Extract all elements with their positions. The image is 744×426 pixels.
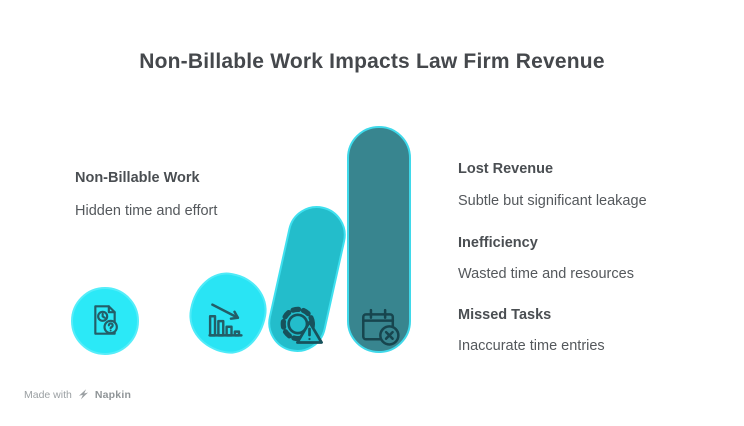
right-item-3-description: Inaccurate time entries bbox=[458, 338, 605, 354]
right-item-2-label: Inefficiency bbox=[458, 235, 538, 251]
left-item-label: Non-Billable Work bbox=[75, 170, 200, 186]
made-with-text: Made with bbox=[24, 388, 72, 401]
gear-warning-icon bbox=[280, 306, 323, 344]
right-item-1-description: Subtle but significant leakage bbox=[458, 193, 647, 209]
page-title: Non-Billable Work Impacts Law Firm Reven… bbox=[139, 50, 605, 73]
napkin-logo-icon bbox=[78, 389, 88, 400]
document-clock-question-icon bbox=[94, 305, 118, 335]
calendar-x-icon bbox=[362, 308, 400, 346]
declining-chart-icon bbox=[208, 303, 243, 337]
napkin-brand-text: Napkin bbox=[94, 388, 132, 401]
document-circle-shape bbox=[71, 287, 139, 355]
right-item-3-label: Missed Tasks bbox=[458, 307, 552, 323]
right-item-2-description: Wasted time and resources bbox=[458, 266, 634, 282]
left-item-description: Hidden time and effort bbox=[75, 203, 218, 219]
made-with-napkin-link[interactable]: Made with Napkin bbox=[24, 388, 131, 401]
right-item-1-label: Lost Revenue bbox=[458, 161, 554, 177]
